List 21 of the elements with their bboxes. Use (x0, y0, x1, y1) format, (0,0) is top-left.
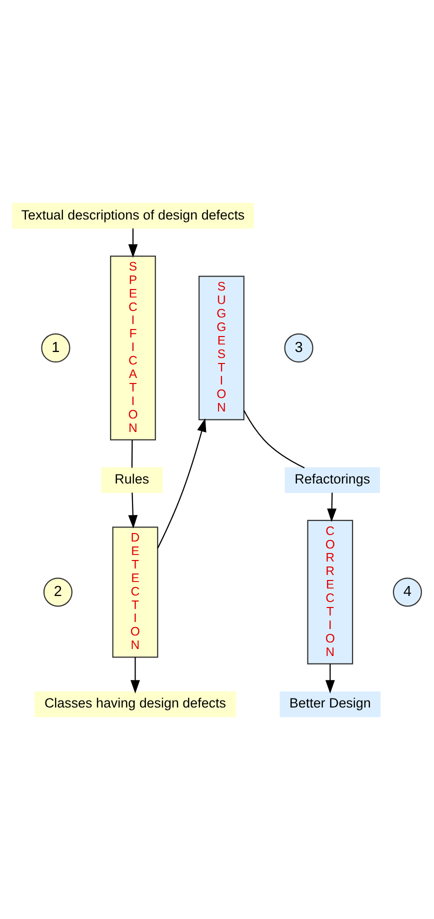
connector (243, 410, 305, 468)
node-box: SUGGESTION (198, 275, 244, 420)
node-box: Refactorings (284, 466, 380, 493)
arrow (130, 656, 140, 694)
arrow (327, 492, 337, 522)
arrow (128, 228, 138, 258)
node-box: CORRECTION (307, 519, 354, 664)
node-circle: 1 (41, 332, 70, 362)
node-box: Better Design (280, 690, 381, 717)
connector (131, 440, 133, 468)
node-box: Classes having design defects (34, 690, 236, 717)
node-box: DETECTION (112, 526, 158, 658)
node-circle: 2 (43, 577, 72, 606)
node-circle: 4 (392, 577, 422, 606)
arrow (325, 664, 335, 694)
arrow (128, 492, 138, 528)
node-box: Rules (101, 466, 163, 493)
node-box: Textual descriptions of design defects (12, 202, 254, 228)
node-box: SPECIFICATION (110, 255, 156, 440)
node-circle: 3 (284, 332, 314, 362)
arrow (157, 418, 206, 548)
